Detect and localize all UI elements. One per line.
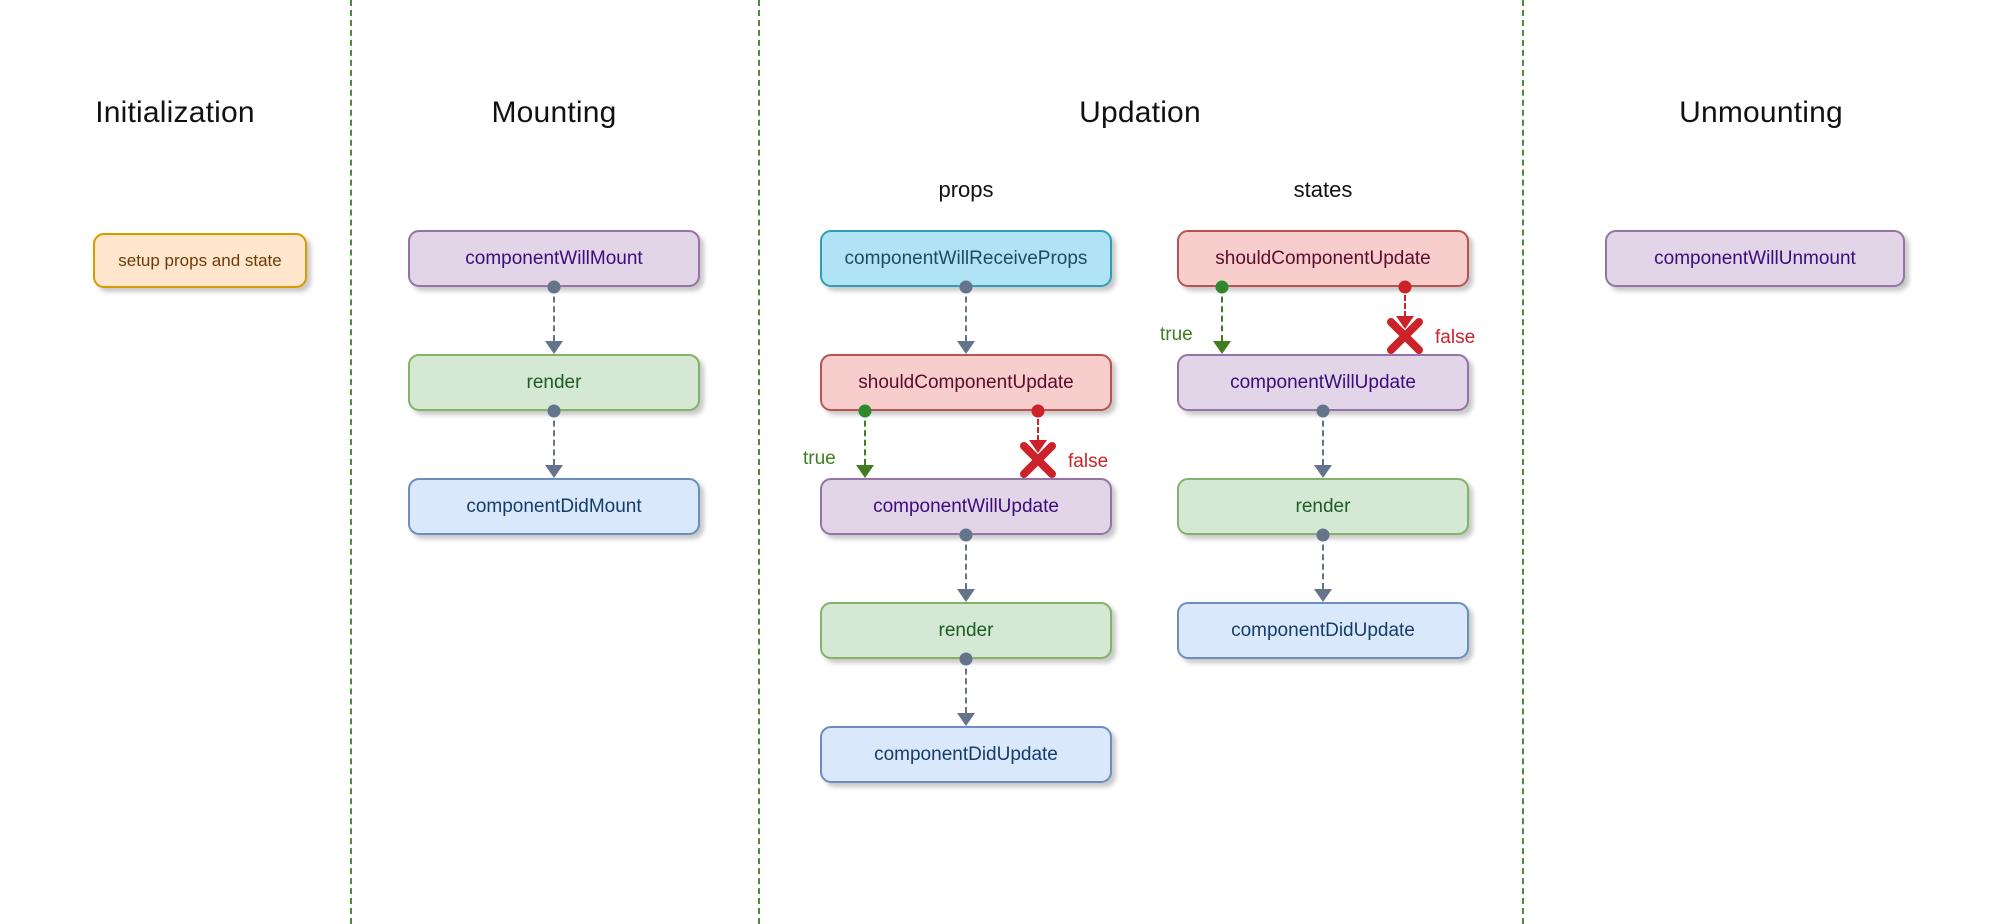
connector-line: [553, 287, 555, 341]
column-divider-1: [350, 0, 352, 924]
sub-header-states: states: [1293, 177, 1353, 202]
node-mounting-render[interactable]: render: [408, 354, 700, 411]
column-title-unmounting: Unmounting: [1679, 96, 1843, 129]
node-props-render[interactable]: render: [820, 602, 1112, 659]
connector-props-3: [820, 528, 1112, 602]
branch-label-states-true: true: [1160, 324, 1193, 345]
node-states-render[interactable]: render: [1177, 478, 1469, 535]
node-setup-props-and-state[interactable]: setup props and state: [93, 233, 307, 288]
connector-mounting-1: [408, 280, 700, 354]
connector-arrowhead: [957, 589, 975, 602]
node-states-should-component-update[interactable]: shouldComponentUpdate: [1177, 230, 1469, 287]
connector-arrowhead: [545, 465, 563, 478]
node-props-component-will-update[interactable]: componentWillUpdate: [820, 478, 1112, 535]
connector-line: [965, 659, 967, 713]
sub-header-props: props: [938, 177, 994, 202]
cross-x-icon-props-false: [1020, 442, 1056, 478]
branch-label-states-false: false: [1435, 327, 1476, 348]
connector-states-true-branch: [1202, 280, 1242, 354]
connector-arrowhead: [1314, 465, 1332, 478]
connector-mounting-2: [408, 404, 700, 478]
connector-line: [1322, 411, 1324, 465]
node-props-component-did-update[interactable]: componentDidUpdate: [820, 726, 1112, 783]
connector-line-false: [1037, 411, 1039, 441]
connector-line: [1322, 535, 1324, 589]
connector-line: [553, 411, 555, 465]
connector-states-3: [1177, 528, 1469, 602]
connector-arrowhead: [1314, 589, 1332, 602]
connector-line-true: [1221, 287, 1223, 341]
node-props-should-component-update[interactable]: shouldComponentUpdate: [820, 354, 1112, 411]
column-title-updation: Updation: [1079, 96, 1201, 129]
connector-line: [965, 535, 967, 589]
column-title-initialization: Initialization: [95, 96, 255, 129]
connector-arrowhead-true: [1213, 341, 1231, 354]
node-states-component-did-update[interactable]: componentDidUpdate: [1177, 602, 1469, 659]
connector-states-false-branch: [1393, 280, 1417, 329]
column-divider-3: [1522, 0, 1524, 924]
connector-props-false-branch: [1026, 404, 1050, 453]
connector-states-2: [1177, 404, 1469, 478]
node-component-will-receive-props[interactable]: componentWillReceiveProps: [820, 230, 1112, 287]
branch-label-props-false: false: [1068, 451, 1109, 472]
connector-arrowhead-false: [1396, 316, 1414, 329]
node-component-will-mount[interactable]: componentWillMount: [408, 230, 700, 287]
connector-props-4: [820, 652, 1112, 726]
branch-label-props-true: true: [803, 448, 836, 469]
connector-props-1: [820, 280, 1112, 354]
connector-arrowhead: [545, 341, 563, 354]
node-states-component-will-update[interactable]: componentWillUpdate: [1177, 354, 1469, 411]
connector-line-false: [1404, 287, 1406, 317]
connector-arrowhead: [957, 341, 975, 354]
connector-line-true: [864, 411, 866, 465]
connector-arrowhead: [957, 713, 975, 726]
column-title-mounting: Mounting: [491, 96, 617, 129]
connector-line: [965, 287, 967, 341]
node-component-will-unmount[interactable]: componentWillUnmount: [1605, 230, 1905, 287]
connector-arrowhead-false: [1029, 440, 1047, 453]
node-component-did-mount[interactable]: componentDidMount: [408, 478, 700, 535]
column-divider-2: [758, 0, 760, 924]
connector-props-true-branch: [845, 404, 885, 478]
connector-arrowhead-true: [856, 465, 874, 478]
cross-x-icon-states-false: [1387, 318, 1423, 354]
